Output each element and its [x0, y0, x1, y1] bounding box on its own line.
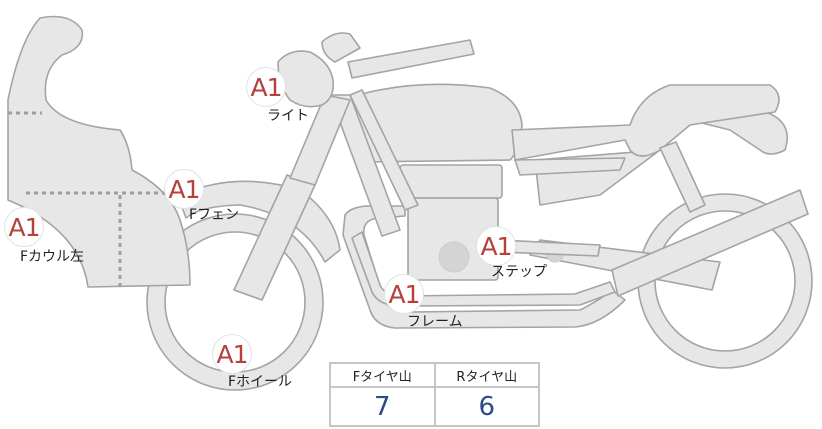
part-label-fwheel: Fホイール — [228, 374, 293, 390]
handlebar-grip — [321, 32, 361, 63]
part-label-light: ライト — [267, 108, 309, 124]
tire-tread-value-row: 7 6 — [329, 386, 540, 427]
engine-cover-left — [438, 241, 470, 273]
tire-tread-table: Fタイヤ山 Rタイヤ山 7 6 — [329, 362, 540, 427]
damage-badge-ffender: A1 — [164, 169, 204, 209]
front-tire-tread-header: Fタイヤ山 — [329, 362, 436, 388]
damage-badge-step: A1 — [476, 226, 516, 266]
headlight — [277, 50, 335, 108]
frame-rear-tube — [349, 89, 419, 211]
part-label-fcowl-left: Fカウル左 — [20, 249, 85, 265]
damage-badge-frame: A1 — [384, 274, 424, 314]
rear-frame — [611, 189, 809, 297]
fork-upper — [289, 94, 351, 186]
damage-badge-fcowl-left: A1 — [4, 207, 44, 247]
part-label-frame: フレーム — [407, 314, 463, 330]
part-label-ffender: Fフェン — [189, 207, 240, 223]
side-cover — [514, 157, 626, 176]
handlebar — [347, 39, 475, 79]
rear-shock — [659, 141, 706, 213]
front-tire-tread-value: 7 — [329, 386, 436, 427]
engine-head — [399, 164, 503, 199]
frame-spine — [329, 94, 401, 237]
damage-badge-light: A1 — [246, 67, 286, 107]
lower-frame — [342, 205, 626, 329]
rear-tire-tread-header: Rタイヤ山 — [433, 362, 540, 388]
part-label-step: ステップ — [491, 264, 547, 280]
damage-badge-fwheel: A1 — [212, 334, 252, 374]
front-cowl — [7, 15, 191, 288]
seat — [511, 84, 780, 161]
rear-tire-tread-value: 6 — [433, 386, 540, 427]
tire-tread-header-row: Fタイヤ山 Rタイヤ山 — [329, 362, 540, 388]
